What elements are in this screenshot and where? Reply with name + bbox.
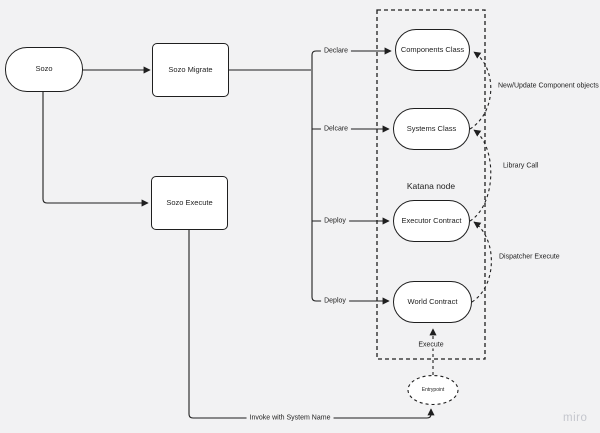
node-components-class[interactable]: Components Class (395, 29, 470, 71)
edge-label-library-call[interactable]: Library Call (503, 162, 539, 170)
edge-label-invoke[interactable]: Invoke with System Name (246, 414, 334, 422)
katana-node-container[interactable] (376, 9, 486, 360)
node-systems-class[interactable]: Systems Class (393, 108, 470, 150)
edge-dispatcher-curve[interactable] (471, 221, 492, 303)
node-components-class-label: Components Class (400, 44, 465, 54)
edge-librarycall-curve[interactable] (469, 129, 492, 222)
edge-sozo-to-execute[interactable] (42, 92, 149, 207)
entrypoint-node-shape[interactable] (407, 374, 459, 406)
node-sozo-execute[interactable]: Sozo Execute (151, 176, 228, 230)
node-sozo[interactable]: Sozo (5, 47, 83, 92)
node-systems-class-label: Systems Class (406, 123, 457, 133)
node-sozo-migrate-label: Sozo Migrate (168, 64, 213, 74)
miro-watermark: miro (563, 412, 588, 424)
edge-label-deploy-executor[interactable]: Deploy (321, 217, 349, 225)
node-executor-contract-label: Executor Contract (401, 215, 462, 225)
edge-label-deploy-world[interactable]: Deploy (321, 297, 349, 305)
node-sozo-migrate[interactable]: Sozo Migrate (152, 43, 229, 97)
edge-invoke-entrypoint[interactable] (188, 230, 435, 419)
edge-label-new-update[interactable]: New/Update Component objects (498, 82, 599, 90)
edge-deploy-world[interactable] (311, 296, 390, 305)
node-sozo-label: Sozo (35, 64, 53, 74)
node-world-contract[interactable]: World Contract (393, 281, 472, 323)
edge-label-delcare[interactable]: Delcare (320, 125, 352, 133)
node-executor-contract[interactable]: Executor Contract (393, 200, 470, 242)
node-entrypoint-label[interactable]: Entrypoint (421, 387, 445, 393)
edge-label-declare[interactable]: Declare (320, 47, 352, 55)
node-sozo-execute-label: Sozo Execute (166, 197, 213, 207)
katana-node-label[interactable]: Katana node (406, 181, 456, 191)
edge-newupdate-curve[interactable] (469, 51, 492, 130)
edge-declare-components[interactable] (311, 47, 392, 56)
edge-label-dispatcher-execute[interactable]: Dispatcher Execute (499, 253, 560, 261)
node-world-contract-label: World Contract (407, 296, 458, 306)
edge-label-execute[interactable]: Execute (415, 341, 447, 349)
